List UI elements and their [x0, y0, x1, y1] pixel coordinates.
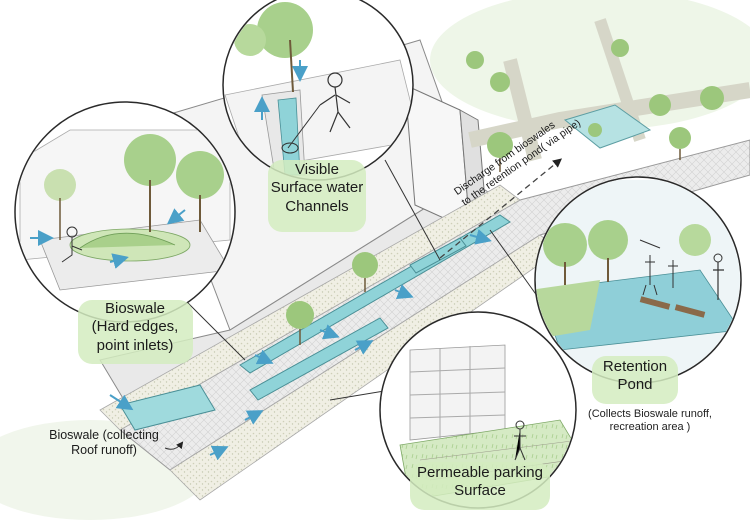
label-line: Surface [454, 482, 506, 500]
label-line: point inlets) [96, 336, 174, 354]
label-bioswale-hard-edges: Bioswale (Hard edges, point inlets) [70, 300, 200, 355]
label-line: Permeable parking [417, 464, 543, 481]
label-line: Pond [617, 376, 653, 394]
callout-bioswale [14, 101, 236, 323]
trees [286, 39, 724, 329]
label-line: Surface water [270, 179, 364, 197]
label-bioswale-roof: Bioswale (collecting Roof runoff) [38, 428, 170, 459]
label-line: Bioswale (collecting [49, 428, 159, 442]
leader-lines [164, 159, 541, 450]
label-highlight [268, 160, 366, 232]
callout-retention-pond [534, 176, 742, 384]
label-line: Retention [602, 358, 668, 375]
label-line: Bioswale [104, 300, 166, 317]
label-line: (Hard edges, [91, 318, 179, 336]
label-line: (Collects Bioswale runoff, [588, 408, 712, 420]
discharge-line [439, 158, 563, 259]
label-highlight [410, 462, 550, 510]
label-line: Visible [295, 161, 339, 178]
label-line: Channels [285, 197, 349, 215]
roof-bioswale [119, 384, 216, 431]
label-surface-channels: Visible Surface water Channels [252, 161, 382, 216]
label-retention-note: (Collects Bioswale runoff, recreation ar… [570, 408, 730, 435]
pond-top [563, 104, 652, 149]
label-highlight [78, 300, 193, 364]
label-line: Roof runoff) [71, 443, 137, 458]
label-permeable-parking: Permeable parking Surface [405, 464, 555, 501]
label-highlight [592, 356, 678, 404]
flow-arrows [109, 229, 492, 461]
label-line: recreation area ) [609, 421, 691, 434]
label-retention-pond: Retention Pond [585, 358, 685, 395]
